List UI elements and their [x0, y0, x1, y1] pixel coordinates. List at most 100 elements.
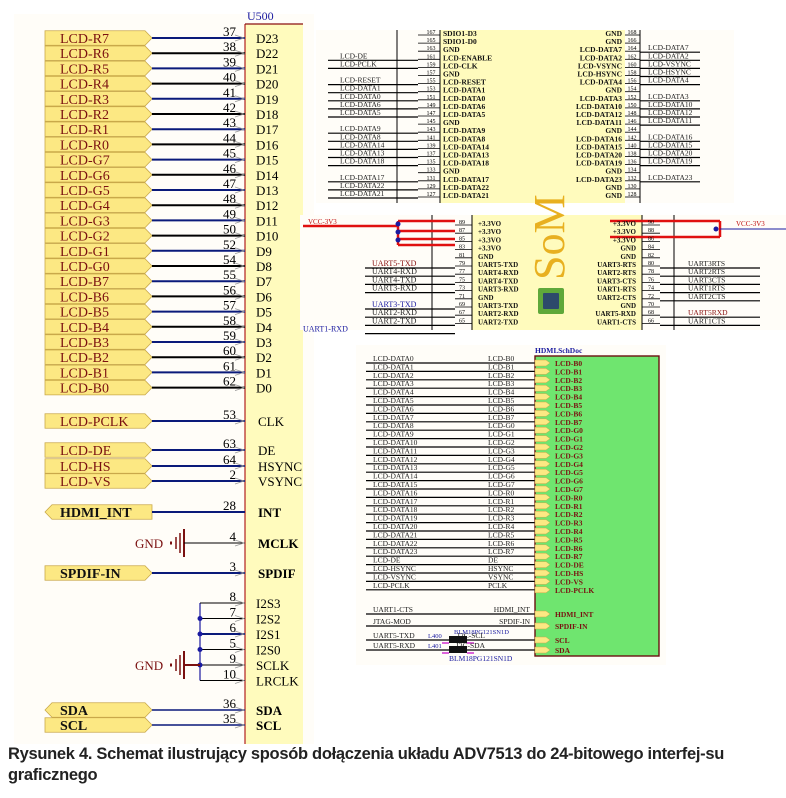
sheet-entry-label: LCD-G7 [555, 485, 583, 494]
net-port-label: LCD-B5 [60, 306, 109, 321]
pin-name: D17 [256, 122, 279, 137]
net-port-label: LCD-B4 [60, 321, 109, 336]
pin-number: 168 [628, 30, 637, 36]
net-port-label: LCD-G6 [60, 169, 110, 184]
pin-name: +3.3VO [613, 236, 637, 244]
ferrite-ref: L400 [428, 633, 442, 640]
pin-number: 40 [223, 70, 236, 85]
net-label: LCD-G1 [488, 430, 515, 439]
pin-arrow-icon [234, 417, 246, 425]
sheet-entry-icon [534, 401, 551, 409]
pin-number: 136 [628, 160, 637, 166]
net-port-lcd-g6 [44, 167, 153, 183]
net-port-lcd-de [44, 442, 153, 458]
net-label: I2C-SCL [457, 631, 485, 640]
sheet-entry-icon [534, 552, 551, 560]
net-label: LCD-DATA5 [340, 108, 381, 117]
pin-number: 61 [223, 358, 236, 373]
sheet-entry-icon [534, 636, 551, 644]
pin-name: LCD-DATA2 [580, 53, 622, 62]
net-label: LCD-DATA1 [340, 84, 381, 93]
net-label: UART1-CTS [373, 605, 413, 614]
net-label: LCD-DATA10 [373, 438, 418, 447]
pin-number: 165 [427, 38, 436, 44]
net-label: LCD-DATA21 [373, 530, 418, 539]
pin-arrow-icon [234, 369, 246, 376]
pin-name: I2S0 [256, 643, 281, 658]
net-label: LCD-RESET [340, 76, 381, 85]
net-port-label: LCD-B7 [60, 275, 109, 290]
net-port-lcd-b6 [44, 288, 153, 305]
sheet-entry-icon [534, 435, 551, 442]
sheet-entry-icon [534, 359, 551, 367]
net-port-label: LCD-R7 [60, 32, 109, 47]
net-label: LCD-DATA17 [340, 173, 385, 182]
sheet-entry-label: SDA [555, 646, 571, 655]
pin-name: SDIO1-D0 [443, 37, 477, 46]
junction-dot-icon [395, 229, 401, 235]
net-port-lcd-g2 [44, 227, 153, 244]
sheet-entry-label: LCD-R6 [555, 544, 583, 553]
sheet-entry-icon [534, 622, 551, 630]
pin-arrow-icon [234, 80, 246, 87]
pin-number: 132 [628, 176, 637, 182]
sheet-entry-label: LCD-B5 [555, 401, 582, 410]
pin-number: 72 [648, 294, 654, 300]
pin-number: 166 [628, 38, 637, 44]
sheet-entry-icon [534, 561, 551, 568]
net-label: LCD-B5 [488, 396, 515, 405]
sheet-entry-icon [534, 610, 551, 618]
pin-name: LCD-DATA17 [443, 175, 489, 184]
net-port-lcd-b3 [44, 334, 153, 350]
pin-name: +3.3VO [613, 228, 637, 236]
pin-arrow-icon [234, 141, 246, 148]
net-label: LCD-DATA20 [373, 522, 418, 531]
sheet-entry-icon [534, 384, 551, 392]
pin-arrow-icon [234, 721, 246, 729]
net-label: LCD-DATA21 [340, 189, 385, 198]
som-logo-text: SoM [525, 194, 574, 280]
net-label: HSYNC [488, 564, 513, 573]
pin-number: 80 [648, 261, 654, 267]
power-net-label: VCC-3V3 [736, 220, 765, 228]
pin-name: GND [443, 167, 460, 176]
pin-number: 9 [230, 651, 237, 666]
pin-name: GND [605, 183, 622, 192]
net-label: LCD-B7 [488, 413, 515, 422]
net-port-lcd-r4 [44, 75, 153, 92]
net-label: LCD-DATA1 [373, 362, 414, 371]
net-label: UART1-RXD [303, 325, 348, 334]
pin-arrow-icon [234, 125, 246, 133]
net-label: LCD-R4 [488, 522, 515, 531]
pin-name: D19 [256, 92, 278, 107]
net-port-label: LCD-R4 [60, 78, 109, 93]
pin-name: I2S3 [256, 596, 281, 611]
pin-name: LCD-HSYNC [577, 70, 622, 79]
sheet-entry-label: LCD-R3 [555, 519, 583, 528]
pin-number: 39 [223, 54, 236, 69]
net-label: LCD-DATA15 [373, 480, 418, 489]
sheet-entry-label: LCD-G0 [555, 426, 583, 435]
sheet-entry-icon [534, 510, 551, 518]
sheet-entry-icon [534, 502, 551, 510]
pin-number: 163 [427, 46, 436, 52]
net-label: LCD-DATA3 [648, 92, 689, 101]
net-label: LCD-R2 [488, 505, 515, 514]
pin-number: 44 [223, 130, 237, 145]
sheet-entry-label: LCD-R4 [555, 527, 583, 536]
net-port-label: LCD-G3 [60, 214, 110, 229]
pin-number: 154 [628, 87, 637, 93]
net-label: I2C-SDA [456, 641, 485, 650]
pin-arrow-icon [234, 201, 246, 209]
net-label: LCD-R1 [488, 497, 515, 506]
pin-number: 73 [459, 286, 465, 292]
net-label: LCD-DATA13 [340, 149, 385, 158]
net-port-label: LCD-G4 [60, 199, 110, 214]
net-label: LCD-G4 [488, 455, 515, 464]
pin-arrow-icon [234, 110, 246, 118]
net-label: LCD-HSYNC [648, 68, 691, 77]
net-label: LCD-DATA7 [373, 413, 414, 422]
net-port-lcd-r1 [44, 121, 153, 137]
pin-number: 158 [628, 71, 637, 77]
pin-name: UART1-CTS [597, 318, 636, 326]
